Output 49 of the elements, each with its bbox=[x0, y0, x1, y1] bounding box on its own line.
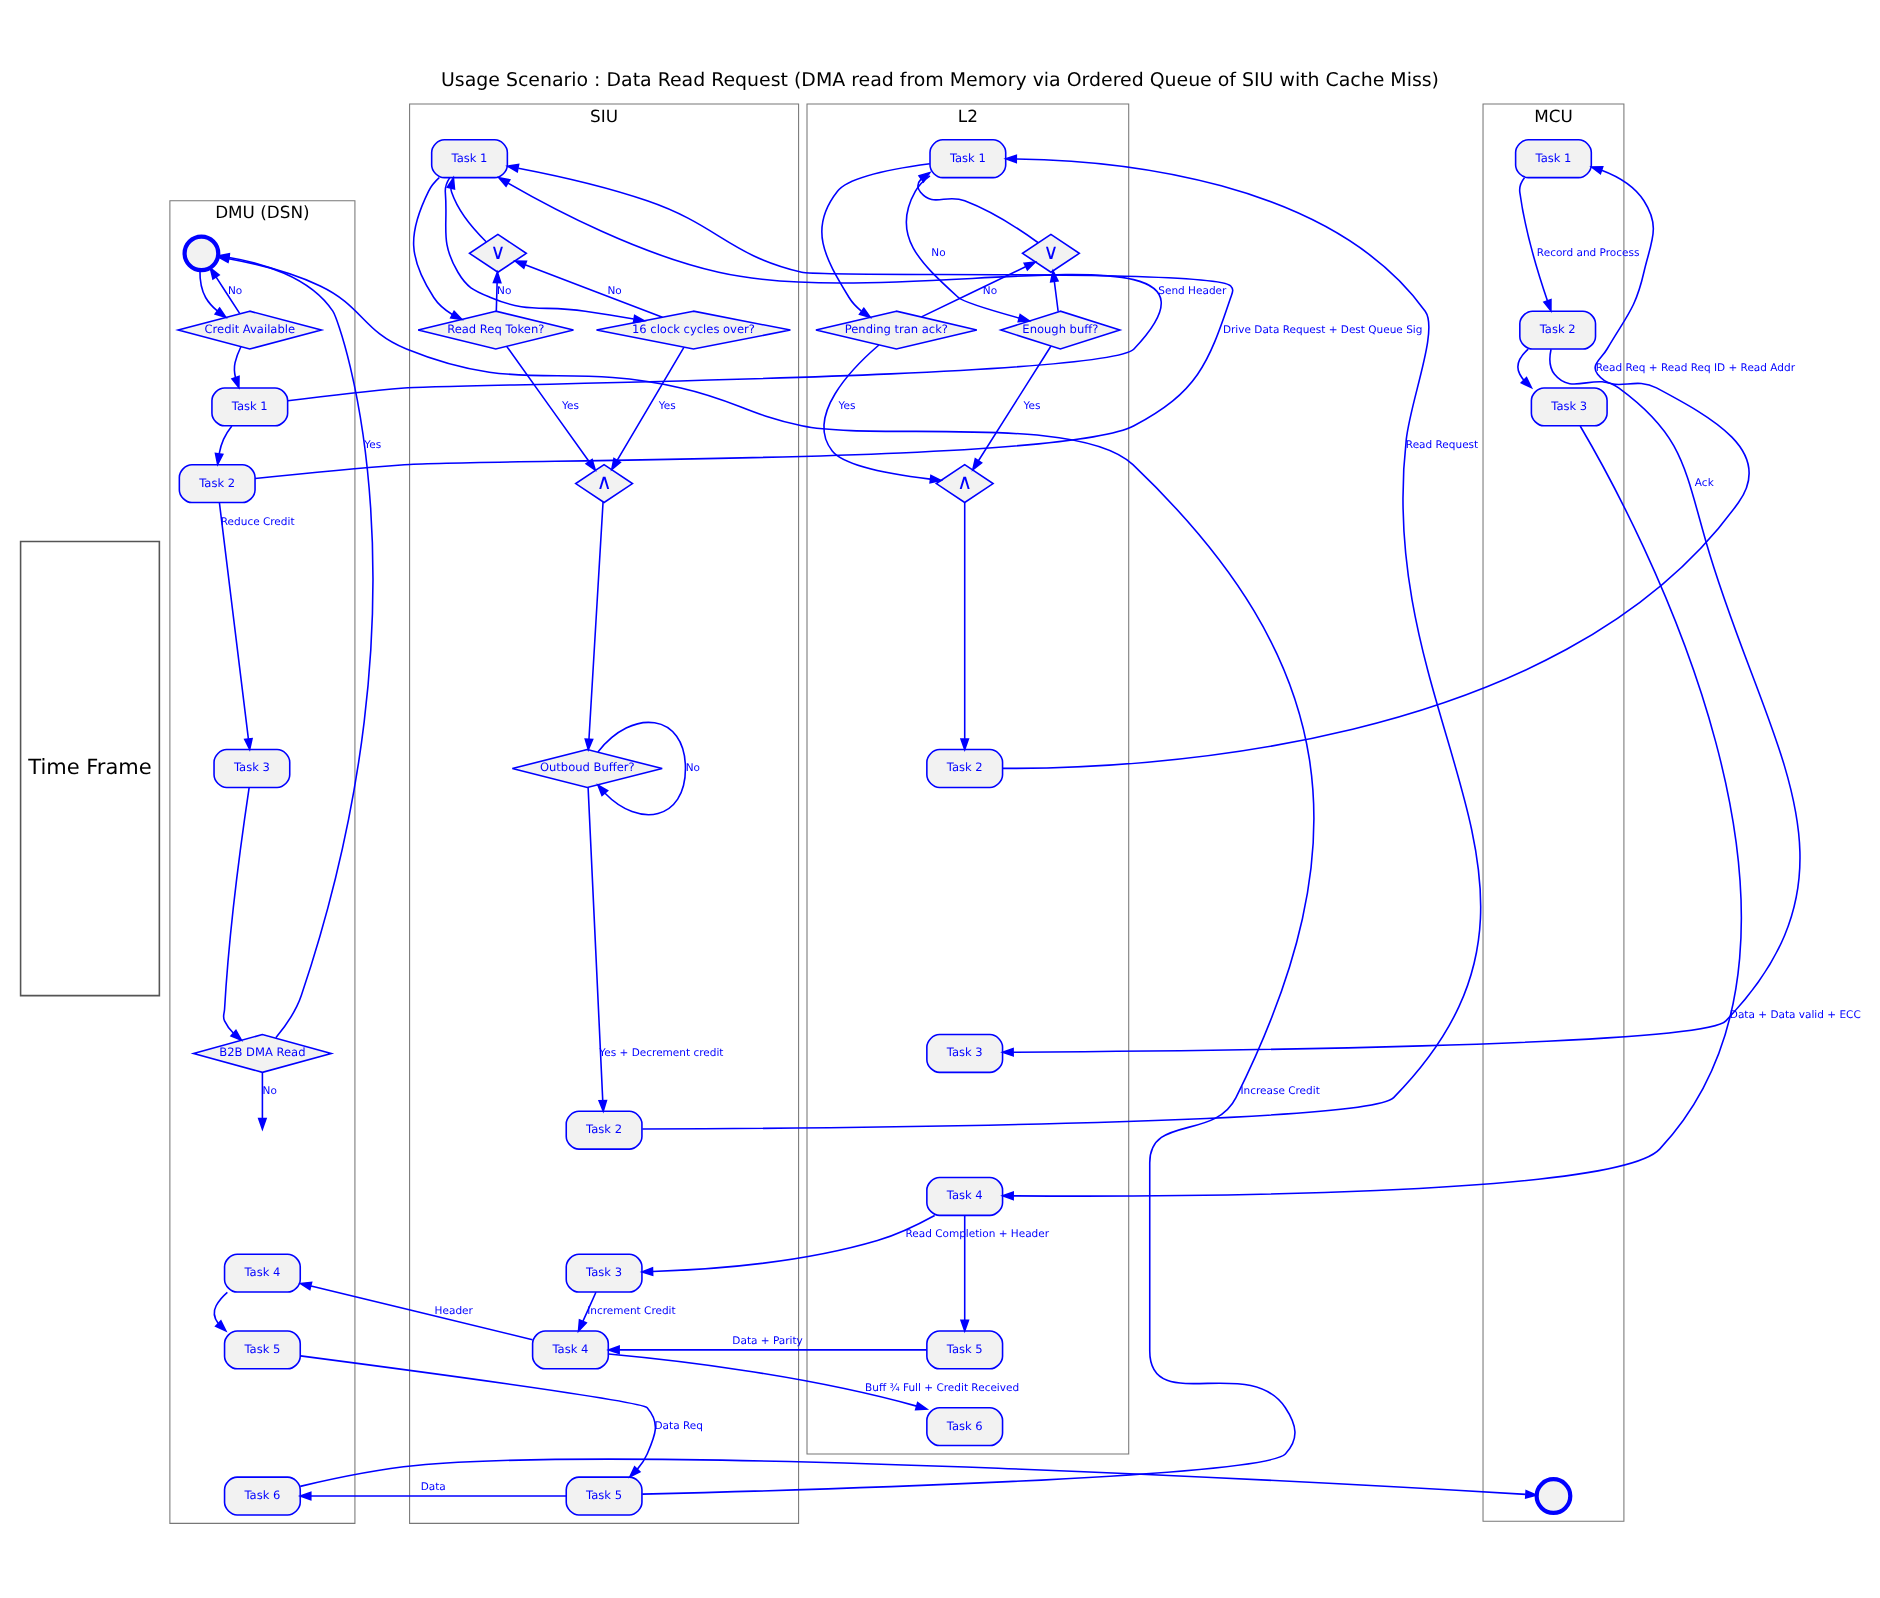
node-circle bbox=[1534, 1477, 1573, 1515]
arrow bbox=[199, 269, 228, 319]
node-circle bbox=[182, 234, 221, 273]
arrow bbox=[1000, 425, 1742, 1201]
arrow bbox=[959, 1214, 970, 1334]
arrow bbox=[492, 269, 502, 312]
arrow bbox=[639, 1214, 936, 1277]
arrow bbox=[823, 344, 944, 484]
arrow bbox=[607, 1353, 930, 1411]
arrow bbox=[299, 1458, 1539, 1500]
arrow bbox=[1518, 177, 1552, 314]
arrow bbox=[298, 1281, 534, 1341]
arrow bbox=[1049, 268, 1060, 313]
node-diamond: ∧ bbox=[574, 463, 634, 504]
arrow bbox=[506, 345, 597, 473]
arrow bbox=[905, 175, 1032, 323]
arrow bbox=[959, 501, 970, 752]
arrow bbox=[1517, 348, 1534, 390]
arrow bbox=[254, 163, 1234, 480]
node-diamond: ∧ bbox=[934, 463, 995, 504]
arrow bbox=[596, 721, 687, 816]
arrow bbox=[917, 171, 1039, 244]
arrow bbox=[610, 346, 685, 472]
arrow bbox=[213, 1291, 229, 1333]
arrow bbox=[587, 786, 608, 1114]
arrow bbox=[920, 260, 1038, 318]
arrow bbox=[606, 1345, 928, 1355]
arrow bbox=[209, 266, 241, 315]
arrow bbox=[230, 345, 242, 390]
node-box: Time Frame bbox=[19, 540, 161, 997]
arrow bbox=[821, 163, 931, 319]
arrow bbox=[446, 175, 487, 243]
arrow bbox=[218, 501, 254, 752]
arrow bbox=[584, 501, 604, 753]
arrow bbox=[971, 345, 1052, 472]
arrow bbox=[257, 1071, 268, 1132]
arrow bbox=[577, 1291, 597, 1334]
arrow bbox=[444, 177, 647, 324]
arrow bbox=[513, 260, 664, 318]
arrow bbox=[297, 1491, 567, 1501]
arrow bbox=[1000, 348, 1801, 1057]
arrow bbox=[412, 176, 464, 321]
arrow bbox=[287, 176, 1162, 402]
arrow bbox=[1002, 165, 1750, 770]
arrow bbox=[299, 1355, 657, 1479]
arrow bbox=[641, 154, 1482, 1130]
diagram-title: Usage Scenario : Data Read Request (DMA read from Memory via Ordered Queue of SIU with Cache Miss) bbox=[441, 69, 1439, 92]
arrow bbox=[214, 425, 233, 467]
arrow bbox=[222, 786, 250, 1042]
